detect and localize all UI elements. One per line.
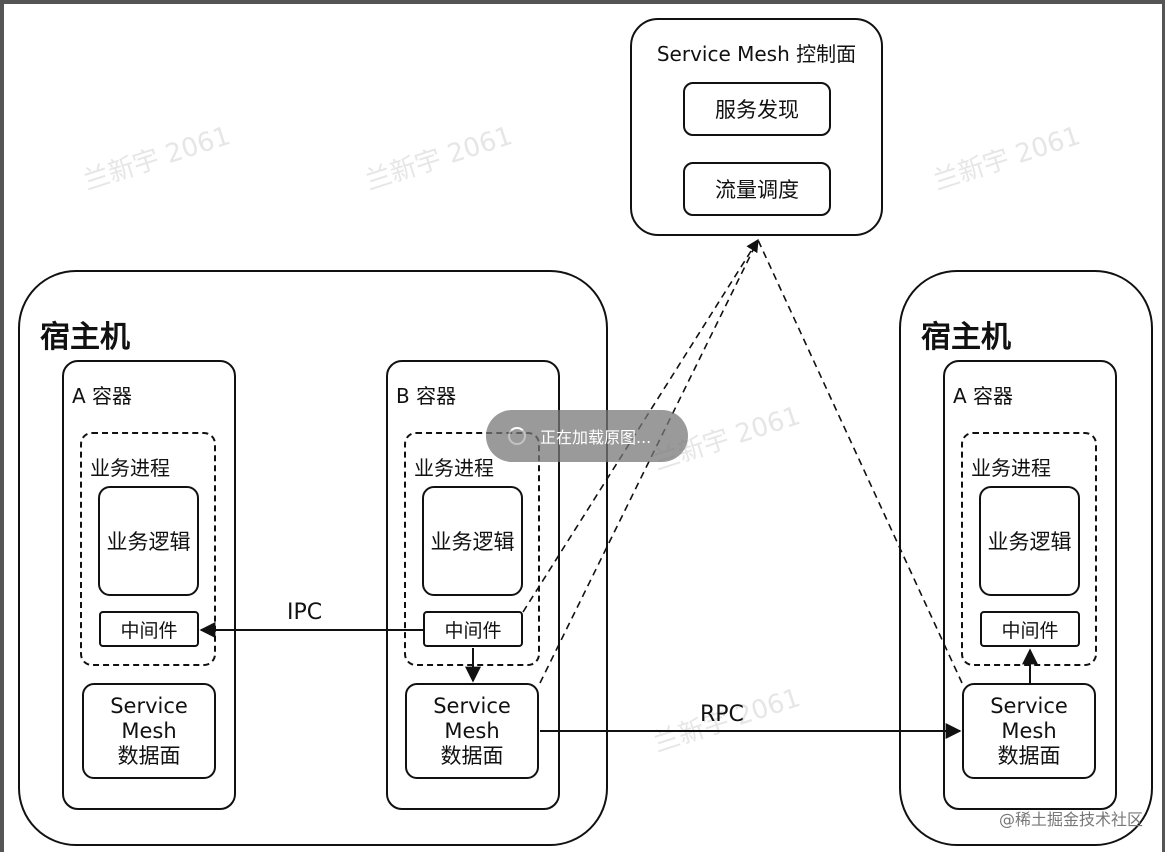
rpc-label: RPC (700, 702, 744, 727)
middleware-node: 中间件 (99, 611, 199, 647)
service-mesh-data-plane-node: Service Mesh 数据面 (82, 683, 216, 779)
mesh-line: Service (433, 693, 511, 718)
mesh-line: Service (110, 693, 188, 718)
mesh-line: 数据面 (440, 743, 504, 768)
mesh-line: Mesh (121, 718, 177, 743)
loading-overlay: 正在加载原图... (486, 410, 688, 462)
container-title: B 容器 (396, 384, 457, 408)
container-title: A 容器 (72, 384, 133, 408)
mesh-line: 数据面 (997, 743, 1061, 768)
middleware-node: 中间件 (980, 611, 1080, 647)
window-frame-left (0, 0, 4, 852)
window-frame-top (0, 0, 1165, 4)
service-discovery-node: 服务发现 (683, 82, 831, 136)
mesh-line: Mesh (444, 718, 500, 743)
process-title: 业务进程 (414, 456, 494, 480)
footer-credit: @稀土掘金技术社区 (998, 810, 1143, 829)
process-title: 业务进程 (90, 456, 170, 480)
traffic-scheduling-node: 流量调度 (683, 162, 831, 216)
host-right-title: 宿主机 (921, 320, 1011, 355)
service-mesh-data-plane-node: Service Mesh 数据面 (405, 683, 539, 779)
host-left-title: 宿主机 (40, 320, 130, 355)
mesh-line: Mesh (1001, 718, 1057, 743)
control-plane-link (757, 239, 963, 684)
business-logic-node: 业务逻辑 (422, 486, 523, 596)
loading-text: 正在加载原图... (540, 428, 652, 447)
mesh-line: Service (990, 693, 1068, 718)
container-title: A 容器 (953, 384, 1014, 408)
business-process-group: 业务进程 (80, 432, 216, 666)
control-plane-title: Service Mesh 控制面 (656, 42, 857, 66)
service-mesh-data-plane-node: Service Mesh 数据面 (962, 683, 1096, 779)
ipc-label: IPC (287, 600, 323, 625)
middleware-node: 中间件 (423, 611, 523, 647)
window-frame-right (1162, 0, 1165, 852)
business-logic-node: 业务逻辑 (979, 486, 1080, 596)
process-title: 业务进程 (971, 456, 1051, 480)
business-logic-node: 业务逻辑 (98, 486, 199, 596)
mesh-line: 数据面 (117, 743, 181, 768)
spinner-icon (508, 427, 526, 445)
